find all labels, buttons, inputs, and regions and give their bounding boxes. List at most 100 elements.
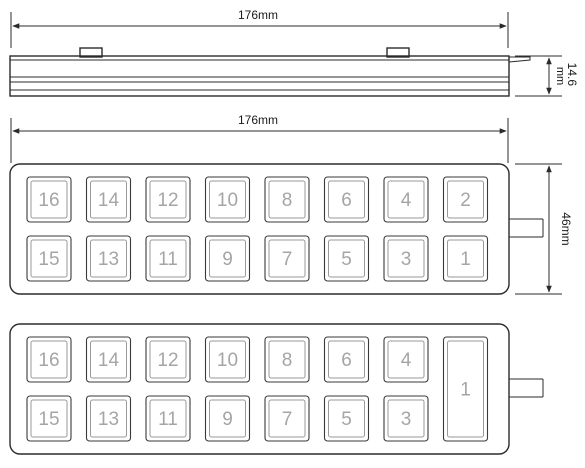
key-7: 7 bbox=[264, 395, 310, 442]
key-face bbox=[209, 340, 246, 379]
key-face bbox=[90, 180, 127, 219]
key-11: 11 bbox=[145, 395, 191, 442]
key-face bbox=[328, 180, 365, 219]
mid-width-label: 176mm bbox=[238, 113, 278, 127]
cable bbox=[509, 378, 543, 398]
key-4: 4 bbox=[383, 336, 429, 383]
key-14: 14 bbox=[85, 176, 132, 223]
side-view: 176mm 14.6 mm bbox=[9, 8, 579, 97]
key-16: 16 bbox=[26, 176, 72, 223]
key-number: 9 bbox=[222, 409, 233, 430]
key-face bbox=[268, 180, 306, 219]
mount-tab-left bbox=[79, 47, 103, 58]
key-number: 8 bbox=[282, 190, 293, 211]
key-number: 15 bbox=[38, 249, 59, 270]
key-15: 15 bbox=[26, 235, 72, 282]
keypad-top-view-a: 176mm 16 14 12 10 8 6 4 2 15 13 11 9 7 5 3 1 46mm bbox=[9, 113, 573, 295]
key-face bbox=[149, 340, 187, 379]
key-number: 5 bbox=[341, 409, 352, 430]
key-9: 9 bbox=[204, 235, 251, 282]
key-number: 8 bbox=[282, 350, 293, 371]
key-face bbox=[447, 180, 484, 219]
key-face bbox=[209, 180, 246, 219]
key-10: 10 bbox=[204, 336, 251, 383]
key-number: 12 bbox=[157, 350, 178, 371]
key-face bbox=[30, 239, 68, 278]
key-grid: 16 14 12 10 8 6 4 2 15 13 11 9 7 5 3 1 bbox=[26, 176, 489, 282]
keypad-housing bbox=[9, 163, 510, 295]
key-6: 6 bbox=[323, 176, 370, 223]
key-5: 5 bbox=[323, 395, 370, 442]
key-8: 8 bbox=[264, 336, 310, 383]
key-number: 14 bbox=[98, 190, 120, 211]
mount-tab-right bbox=[386, 47, 410, 58]
key-number: 7 bbox=[282, 409, 293, 430]
key-number: 14 bbox=[98, 350, 120, 371]
key-face bbox=[30, 180, 68, 219]
key-2: 2 bbox=[442, 176, 489, 223]
key-face bbox=[90, 399, 127, 438]
key-number: 4 bbox=[401, 190, 412, 211]
key-1: 1 bbox=[442, 336, 489, 442]
key-face bbox=[387, 239, 425, 278]
key-number: 3 bbox=[401, 409, 412, 430]
key-face bbox=[30, 340, 68, 379]
key-number: 6 bbox=[341, 350, 352, 371]
key-11: 11 bbox=[145, 235, 191, 282]
key-12: 12 bbox=[145, 176, 191, 223]
key-8: 8 bbox=[264, 176, 310, 223]
key-number: 3 bbox=[401, 249, 412, 270]
key-6: 6 bbox=[323, 336, 370, 383]
top-width-label: 176mm bbox=[238, 8, 278, 22]
key-number: 12 bbox=[157, 190, 178, 211]
key-face bbox=[30, 399, 68, 438]
key-face bbox=[387, 340, 425, 379]
key-10: 10 bbox=[204, 176, 251, 223]
key-number: 15 bbox=[38, 409, 59, 430]
key-number: 13 bbox=[98, 249, 119, 270]
key-face bbox=[209, 399, 246, 438]
key-face bbox=[447, 239, 484, 278]
key-number: 4 bbox=[401, 350, 412, 371]
cable-stub-side bbox=[508, 56, 531, 63]
key-15: 15 bbox=[26, 395, 72, 442]
key-face bbox=[209, 239, 246, 278]
key-4: 4 bbox=[383, 176, 429, 223]
key-face bbox=[328, 340, 365, 379]
housing-side-profile bbox=[9, 55, 510, 97]
key-face bbox=[328, 239, 365, 278]
key-13: 13 bbox=[85, 235, 132, 282]
key-number: 7 bbox=[282, 249, 293, 270]
key-9: 9 bbox=[204, 395, 251, 442]
key-grid: 16 14 12 10 8 6 4 15 13 11 9 7 5 3 1 bbox=[26, 336, 489, 442]
key-5: 5 bbox=[323, 235, 370, 282]
cable bbox=[509, 218, 543, 238]
key-12: 12 bbox=[145, 336, 191, 383]
key-face bbox=[149, 239, 187, 278]
key-face bbox=[387, 399, 425, 438]
key-number: 11 bbox=[158, 249, 178, 270]
key-number: 9 bbox=[222, 249, 233, 270]
key-3: 3 bbox=[383, 235, 429, 282]
key-number: 13 bbox=[98, 409, 119, 430]
key-16: 16 bbox=[26, 336, 72, 383]
key-face bbox=[387, 180, 425, 219]
key-number: 2 bbox=[460, 190, 471, 211]
key-face bbox=[268, 239, 306, 278]
keypad-housing bbox=[9, 323, 510, 455]
key-face bbox=[268, 340, 306, 379]
key-number: 1 bbox=[460, 380, 471, 401]
key-face bbox=[90, 239, 127, 278]
key-number: 6 bbox=[341, 190, 352, 211]
key-number: 5 bbox=[341, 249, 352, 270]
key-1: 1 bbox=[442, 235, 489, 282]
depth-label: 46mm bbox=[559, 212, 573, 245]
key-14: 14 bbox=[85, 336, 132, 383]
key-face bbox=[149, 399, 187, 438]
key-number: 1 bbox=[460, 249, 471, 270]
key-7: 7 bbox=[264, 235, 310, 282]
key-13: 13 bbox=[85, 395, 132, 442]
key-number: 10 bbox=[217, 190, 238, 211]
key-face bbox=[90, 340, 127, 379]
